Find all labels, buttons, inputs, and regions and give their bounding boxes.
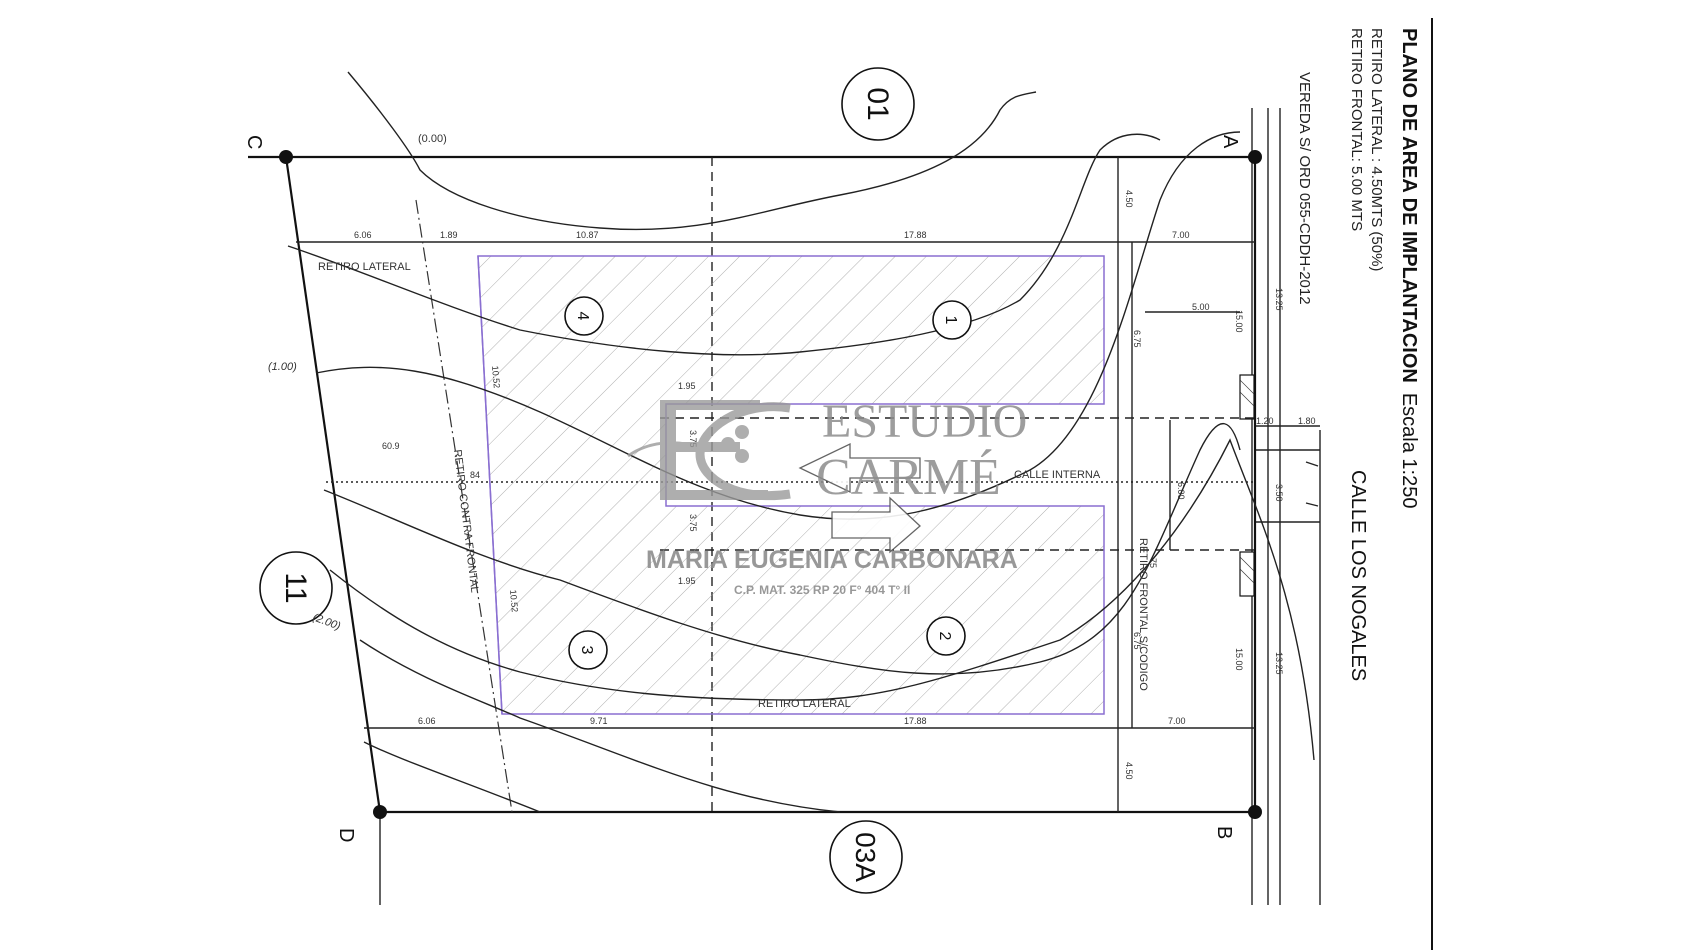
level-0: (0.00) xyxy=(418,133,447,145)
svg-text:1.95: 1.95 xyxy=(678,381,696,391)
street-lines xyxy=(1239,108,1321,905)
svg-text:3.50: 3.50 xyxy=(1274,484,1284,502)
watermark-line2: CARMÉ xyxy=(816,448,1001,506)
property-boundary xyxy=(248,155,1257,905)
svg-text:17.88: 17.88 xyxy=(904,230,927,240)
svg-text:75: 75 xyxy=(1148,558,1158,568)
retiro-lateral-note: RETIRO LATERAL : 4.50MTS (50%) xyxy=(1368,28,1385,271)
svg-text:6.06: 6.06 xyxy=(354,230,372,240)
lot-1-label: 1 xyxy=(942,316,959,325)
svg-text:10.52: 10.52 xyxy=(508,589,520,612)
svg-text:3.75: 3.75 xyxy=(688,430,698,448)
dimensions: 6.06 1.89 10.87 17.88 7.00 6.06 9.71 17.… xyxy=(354,190,1316,780)
svg-text:1.80: 1.80 xyxy=(1298,416,1316,426)
svg-text:17.88: 17.88 xyxy=(904,716,927,726)
svg-text:7.00: 7.00 xyxy=(1172,230,1190,240)
gate-post-top xyxy=(1239,374,1255,420)
svg-text:5.00: 5.00 xyxy=(1192,302,1210,312)
neighbor-bottom-label: 03A xyxy=(850,832,881,882)
svg-text:9.71: 9.71 xyxy=(590,716,608,726)
svg-text:4.50: 4.50 xyxy=(1124,190,1134,208)
neighbor-markers: 01 11 03A xyxy=(259,67,915,894)
corner-points: C A D B xyxy=(243,135,1262,842)
calle-interna-label: CALLE INTERNA xyxy=(1014,469,1101,481)
watermark-mat: C.P. MAT. 325 RP 20 F° 404 T° II xyxy=(734,583,910,597)
corner-c-point xyxy=(279,150,293,164)
arrow-right-icon xyxy=(831,496,921,554)
level-2: (2.00) xyxy=(311,612,342,633)
neighbor-left-label: 11 xyxy=(279,572,312,603)
retiro-lateral-top-label: RETIRO LATERAL xyxy=(318,261,411,273)
access-arrows xyxy=(798,442,921,554)
corner-d-label: D xyxy=(335,828,357,842)
svg-text:1.95: 1.95 xyxy=(678,576,696,586)
svg-text:13.25: 13.25 xyxy=(1274,652,1284,675)
svg-text:3.75: 3.75 xyxy=(688,514,698,532)
retiro-frontal-note: RETIRO FRONTAL: 5.00 MTS xyxy=(1348,28,1365,231)
corner-d-point xyxy=(373,805,387,819)
corner-a-label: A xyxy=(1219,135,1241,149)
plan-title: PLANO DE AREA DE IMPLANTACIONEscala 1:25… xyxy=(1398,28,1420,508)
lot-3-label: 3 xyxy=(578,646,595,655)
svg-text:15.00: 15.00 xyxy=(1234,648,1244,671)
lots xyxy=(477,255,1105,715)
svg-text:6.06: 6.06 xyxy=(418,716,436,726)
lot-numbers: 1 2 3 4 xyxy=(564,296,972,670)
lot-4-label: 4 xyxy=(574,312,591,321)
lot-4-1-area xyxy=(477,255,1105,715)
svg-text:60.9: 60.9 xyxy=(382,441,400,451)
corner-b-point xyxy=(1248,805,1262,819)
title-block: PLANO DE AREA DE IMPLANTACIONEscala 1:25… xyxy=(1296,18,1433,950)
svg-text:10.87: 10.87 xyxy=(576,230,599,240)
svg-text:6.00: 6.00 xyxy=(1176,482,1186,500)
svg-text:1.20: 1.20 xyxy=(1256,416,1274,426)
retiro-frontal-codigo-label: RETIRO FRONTAL S/CODIGO xyxy=(1137,538,1149,691)
svg-text:7.00: 7.00 xyxy=(1168,716,1186,726)
gate-post-bottom xyxy=(1239,551,1255,597)
corner-a-point xyxy=(1248,150,1262,164)
retiro-lateral-bottom-label: RETIRO LATERAL xyxy=(758,698,851,710)
watermark-line1: ESTUDIO xyxy=(822,395,1027,448)
svg-text:84: 84 xyxy=(470,470,480,480)
street-label: CALLE LOS NOGALES xyxy=(1347,470,1369,681)
corner-c-label: C xyxy=(243,135,265,149)
svg-text:15.00: 15.00 xyxy=(1234,310,1244,333)
neighbor-top-label: 01 xyxy=(861,87,894,120)
level-1: (1.00) xyxy=(268,361,297,373)
lot-2-label: 2 xyxy=(936,632,953,641)
watermark-logo-icon xyxy=(627,400,791,501)
watermark-name: MARIA EUGENIA CARBONARA xyxy=(646,546,1018,574)
setback-labels: RETIRO LATERAL RETIRO LATERAL RETIRO CON… xyxy=(318,261,1149,710)
watermark: ESTUDIO CARMÉ MARIA EUGENIA CARBONARA C.… xyxy=(627,395,1027,597)
vereda-label: VEREDA S/ ORD 055-CDDH-2012 xyxy=(1296,72,1313,305)
svg-text:6.75: 6.75 xyxy=(1132,330,1142,348)
svg-text:1.89: 1.89 xyxy=(440,230,458,240)
svg-text:6.75: 6.75 xyxy=(1132,632,1142,650)
svg-text:10.52: 10.52 xyxy=(490,365,502,388)
svg-text:4.50: 4.50 xyxy=(1124,762,1134,780)
svg-text:13.25: 13.25 xyxy=(1274,288,1284,311)
arrow-left-icon xyxy=(798,442,921,494)
corner-b-label: B xyxy=(1213,826,1235,839)
